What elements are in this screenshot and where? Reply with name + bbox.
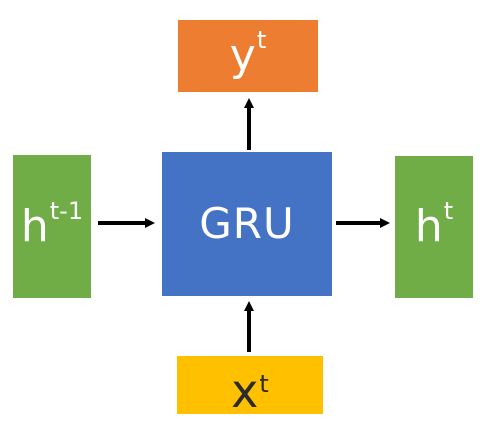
input-label: x xyxy=(231,364,259,418)
gru-label: GRU xyxy=(199,199,295,248)
next-state-label: h xyxy=(414,201,443,252)
prev-state-label: h xyxy=(20,200,49,252)
gru-box: GRU xyxy=(162,152,332,296)
input-superscript: t xyxy=(259,370,269,398)
prev-state-superscript: t-1 xyxy=(49,196,84,225)
next-state-superscript: t xyxy=(443,197,454,225)
output-superscript: t xyxy=(256,26,267,54)
output-label: y xyxy=(229,30,256,81)
